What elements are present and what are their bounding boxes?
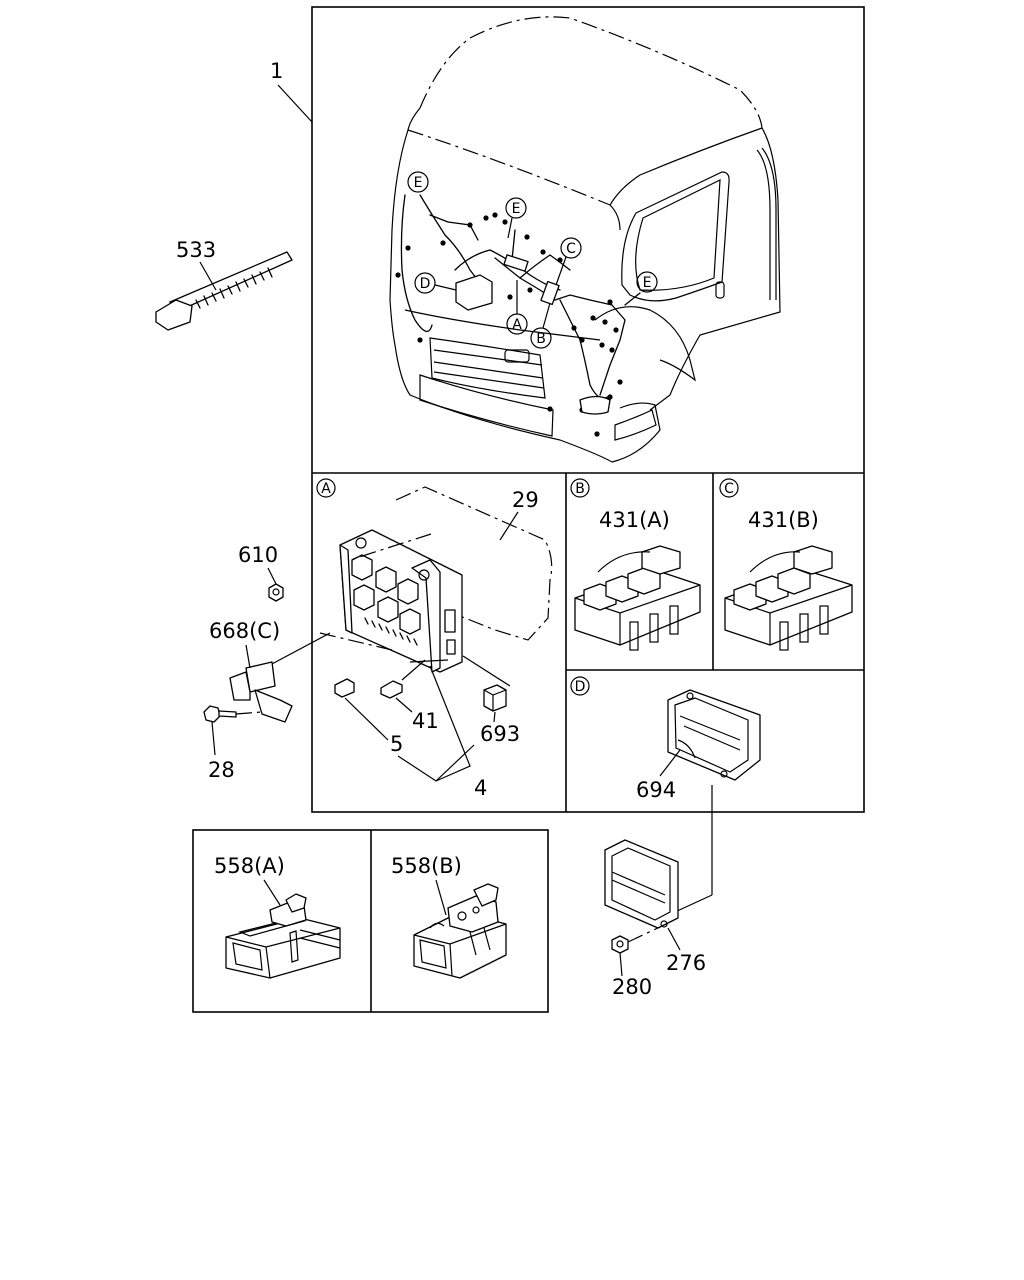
part-label-431b: 431(B) (748, 508, 819, 532)
connector-558b (413, 883, 507, 979)
svg-text:D: D (420, 276, 431, 292)
callout-e-2: E (505, 197, 527, 239)
svg-text:E: E (643, 275, 652, 291)
svg-text:B: B (536, 331, 546, 347)
part-label-558a: 558(A) (214, 854, 285, 878)
nut-610 (268, 583, 284, 602)
part-label-4: 4 (474, 776, 487, 800)
leader-558b (435, 879, 447, 916)
panel-c-badge: C (719, 478, 739, 498)
part-label-558b: 558(B) (391, 854, 462, 878)
leader-28 (211, 721, 216, 756)
part-label-280: 280 (612, 975, 652, 999)
svg-text:E: E (414, 175, 423, 191)
svg-text:B: B (575, 481, 585, 497)
main-frame (311, 6, 865, 813)
part-label-431a: 431(A) (599, 508, 670, 532)
leader-1 (277, 84, 313, 123)
cable-tie-533 (155, 251, 293, 331)
svg-text:A: A (321, 481, 331, 497)
harness-wires (395, 194, 641, 437)
part-label-29: 29 (512, 488, 539, 512)
relay-block-431a (574, 545, 701, 651)
part-label-276: 276 (666, 951, 706, 975)
part-label-694: 694 (636, 778, 676, 802)
ecu-bracket-694 (667, 689, 761, 781)
callout-b: B (530, 302, 552, 349)
ecu-276 (604, 839, 679, 929)
relay-block-431b (724, 545, 853, 651)
part-label-668c: 668(C) (209, 619, 280, 643)
leader-533 (199, 261, 217, 291)
leader-558a (263, 879, 281, 906)
callout-c: C (555, 237, 582, 286)
part-label-5: 5 (390, 732, 403, 756)
callout-e-1: E (407, 171, 429, 193)
leader-693 (493, 711, 496, 723)
leader-280 (619, 952, 623, 977)
svg-text:E: E (512, 201, 521, 217)
leader-276 (667, 927, 681, 951)
leader-668 (245, 644, 251, 669)
panel-d-badge: D (570, 676, 590, 696)
part-label-1: 1 (270, 59, 283, 83)
part-label-28: 28 (208, 758, 235, 782)
leader-41-box (401, 659, 426, 681)
leader-693-dash (409, 659, 449, 663)
leader-4 (397, 665, 475, 782)
leader-668-line (269, 632, 331, 666)
bolt-28 (203, 705, 263, 723)
leader-29 (499, 511, 519, 541)
panel-b-badge: B (570, 478, 590, 498)
connector-41 (380, 680, 403, 699)
leader-693-box (462, 655, 511, 687)
callout-d: D (414, 272, 457, 294)
part-label-693: 693 (480, 722, 520, 746)
svg-text:C: C (566, 241, 576, 257)
svg-text:A: A (512, 317, 522, 333)
leader-276-joint (674, 894, 713, 913)
callout-a: A (506, 280, 528, 335)
leader-41 (395, 697, 413, 713)
leader-668-dash (319, 632, 393, 651)
panel-a-badge: A (316, 478, 336, 498)
svg-text:C: C (724, 481, 734, 497)
part-label-41: 41 (412, 709, 439, 733)
part-label-533: 533 (176, 238, 216, 262)
leader-5 (344, 697, 389, 741)
fuse-box-cover-29 (395, 486, 553, 641)
relay-693 (483, 684, 507, 712)
nut-280 (611, 925, 663, 954)
connector-558a (225, 893, 341, 979)
clip-5 (334, 678, 355, 698)
fuse-box-body (339, 529, 463, 673)
leader-610 (267, 567, 277, 585)
bracket-668c (229, 661, 293, 723)
leader-610-dash (349, 533, 432, 561)
callout-e-3: E (636, 271, 658, 293)
svg-text:D: D (575, 679, 586, 695)
part-label-610: 610 (238, 543, 278, 567)
leader-694 (659, 749, 681, 777)
